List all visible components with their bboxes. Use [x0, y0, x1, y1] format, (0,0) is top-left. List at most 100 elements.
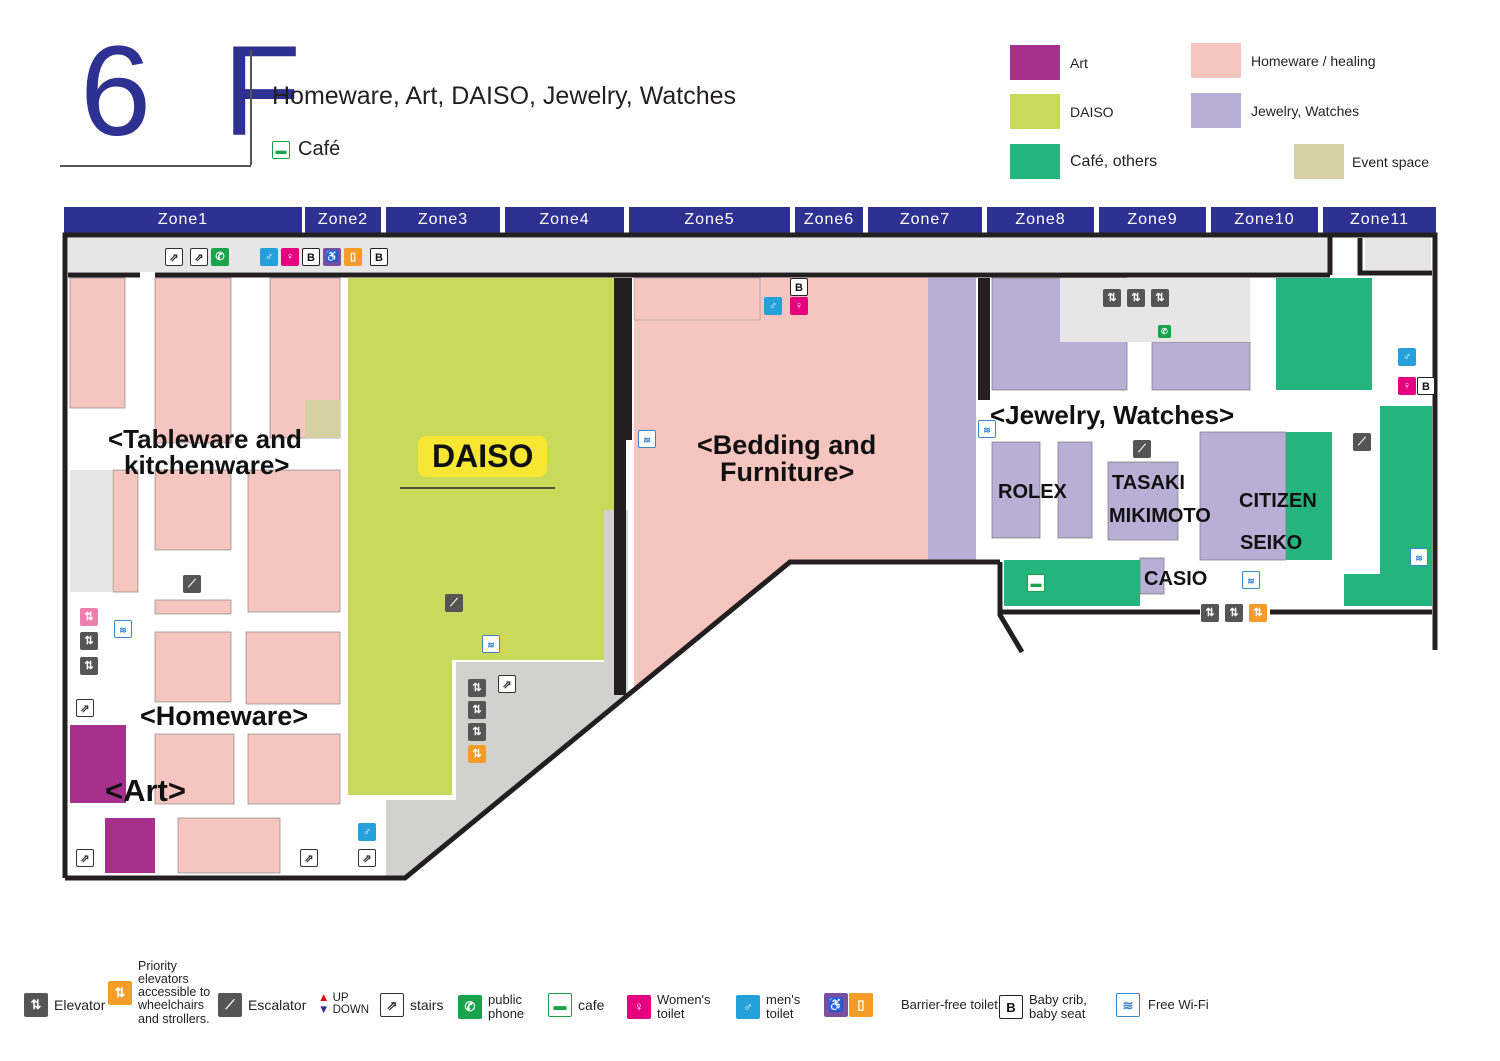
legend-jewelry: Jewelry, Watches: [1191, 93, 1359, 128]
zone-4: Zone4: [505, 207, 624, 233]
ostomate-icon: ▯: [344, 248, 362, 266]
elevator-icon: ⇅: [24, 993, 48, 1017]
zone-1: Zone1: [64, 207, 302, 233]
bedding-label: <Bedding and: [697, 430, 877, 460]
jewelry-strip: [928, 278, 976, 562]
legend-priority: ⇅Priority elevators accessible to wheelc…: [108, 959, 216, 1026]
elevator-icon: ⇅: [468, 701, 486, 719]
elevator-icon: ⇅: [1103, 289, 1121, 307]
divider: [250, 50, 252, 165]
legend-label: Homeware / healing: [1251, 52, 1376, 69]
womens-toilet-icon: ♀: [1398, 377, 1416, 395]
legend-art: Art: [1010, 45, 1088, 80]
art-shop: [70, 725, 126, 803]
womens-toilet-icon: ♀: [627, 994, 651, 1019]
elevator-icon: ⇅: [1201, 604, 1219, 622]
swatch: [1010, 94, 1060, 129]
elevator-icon: ⇅: [1225, 604, 1243, 622]
shop-seiko[interactable]: SEIKO: [1240, 532, 1303, 554]
legend-men: ♂men's toilet: [736, 993, 806, 1020]
legend-cafe: Café, others: [1010, 144, 1157, 179]
stairs-icon: ⇗: [498, 675, 516, 693]
priority-elevator-icon: ⇅: [1249, 604, 1267, 622]
legend-wifi: ≋ Free Wi-Fi: [1116, 993, 1209, 1017]
legend-elevator: ⇅ Elevator: [24, 993, 105, 1017]
baby-icon: B: [999, 994, 1023, 1019]
down-label: ▼ DOWN: [318, 1004, 369, 1016]
divider: [60, 165, 251, 167]
elevator-icon: ⇅: [468, 679, 486, 697]
wifi-icon: ≋: [1410, 548, 1428, 566]
shop-casio[interactable]: CASIO: [1144, 568, 1208, 590]
escalator-icon[interactable]: ⟋: [1133, 440, 1151, 458]
escalator-icon[interactable]: ⟋: [1353, 433, 1371, 451]
baby-icon: B: [370, 248, 388, 266]
shop-tasaki[interactable]: TASAKI: [1112, 472, 1185, 494]
tableware-label-2: kitchenware>: [124, 450, 290, 480]
cafe-icon: ▬: [1027, 574, 1045, 592]
legend-text: Elevator: [54, 996, 106, 1013]
daiso-area: [348, 278, 620, 795]
walls: [62, 232, 1438, 881]
legend-label: Café, others: [1070, 152, 1158, 170]
event-space: [305, 400, 340, 438]
jewelry-label: <Jewelry, Watches>: [990, 400, 1235, 430]
wifi-icon: ≋: [638, 430, 656, 448]
legend-escalator: ⟋Escalator: [218, 993, 306, 1017]
elevator-icon: ⇅: [1151, 289, 1169, 307]
priority-elevator-icon: ⇅: [80, 608, 98, 626]
homeware-shops: [69, 277, 341, 874]
stairs-icon: ⇗: [190, 248, 208, 266]
daiso-label: DAISO: [418, 436, 548, 477]
legend-text: Free Wi-Fi: [1148, 997, 1209, 1013]
legend-up-down: ▲ UP▼ DOWN: [318, 992, 369, 1016]
zone-5: Zone5: [629, 207, 790, 233]
shop-mikimoto[interactable]: MIKIMOTO: [1109, 505, 1211, 527]
wifi-icon: ≋: [978, 420, 996, 438]
legend-phone: ✆public phone: [458, 993, 528, 1020]
escalator-icon[interactable]: ⟋: [445, 594, 463, 612]
legend-stairs: ⇗stairs: [380, 993, 443, 1017]
bedding-label-2: Furniture>: [720, 457, 855, 487]
stairs-icon: ⇗: [380, 993, 404, 1017]
legend-label: Jewelry, Watches: [1251, 102, 1360, 119]
wifi-icon: ≋: [114, 620, 132, 638]
legend-barrier-free: ♿▯Barrier-free toilet: [824, 993, 998, 1017]
elevator-icon: ⇅: [1127, 289, 1145, 307]
swatch: [1010, 45, 1060, 80]
zone-bar: Zone1 Zone2 Zone3 Zone4 Zone5 Zone6 Zone…: [64, 207, 1436, 233]
zone-2: Zone2: [305, 207, 381, 233]
common-area: [386, 510, 628, 876]
swatch: [1294, 144, 1344, 179]
stairs-icon: ⇗: [76, 699, 94, 717]
shop-rolex[interactable]: ROLEX: [998, 481, 1067, 503]
art-shop: [105, 818, 155, 873]
shop-citizen[interactable]: CITIZEN: [1239, 490, 1317, 512]
zone-10: Zone10: [1211, 207, 1318, 233]
bedding-area: [634, 278, 928, 690]
legend-women: ♀Women's toilet: [627, 993, 713, 1020]
wifi-icon: ≋: [1116, 993, 1140, 1017]
common-area: [1060, 278, 1250, 342]
zone-11: Zone11: [1323, 207, 1436, 233]
floor-number: 6 F: [80, 20, 319, 163]
ostomate-icon: ▯: [849, 993, 873, 1017]
legend-text: Women's toilet: [657, 992, 711, 1021]
zone-7: Zone7: [868, 207, 982, 233]
elevator-icon: ⇅: [80, 632, 98, 650]
mens-toilet-icon: ♂: [764, 297, 782, 315]
cafe-icon: ▬: [272, 140, 290, 159]
legend-text: UP: [332, 992, 349, 1004]
legend-text: cafe: [578, 996, 605, 1013]
legend-daiso: DAISO: [1010, 94, 1114, 129]
tableware-label: <Tableware and: [108, 424, 302, 454]
mens-toilet-icon: ♂: [736, 994, 760, 1019]
legend-label: DAISO: [1070, 103, 1114, 120]
escalator-icon[interactable]: ⟋: [183, 575, 201, 593]
zone-3: Zone3: [386, 207, 500, 233]
legend-text: Barrier-free toilet: [901, 997, 998, 1013]
stairs-icon: ⇗: [76, 849, 94, 867]
zone-6: Zone6: [795, 207, 863, 233]
